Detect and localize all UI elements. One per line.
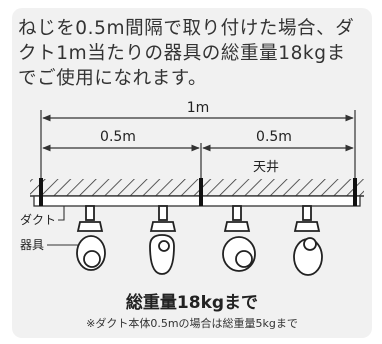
- duct-label: ダクト: [20, 212, 56, 227]
- duct-rail: [33, 195, 361, 207]
- fixture-2: [149, 205, 177, 275]
- ceiling-hatch: [30, 179, 364, 196]
- ceiling-label: 天井: [253, 160, 279, 175]
- screw-left: [39, 178, 43, 206]
- intro-text: ねじを0.5m間隔で取り付けた場合、ダクト1m当たりの器具の総重量18kgまでご…: [18, 18, 355, 89]
- spec-card: ねじを0.5m間隔で取り付けた場合、ダクト1m当たりの器具の総重量18kgまでご…: [12, 8, 372, 338]
- dim-label-right: 0.5m: [256, 129, 292, 145]
- dim-label-left: 0.5m: [100, 129, 136, 145]
- screw-middle: [199, 178, 203, 206]
- total-weight-heading: 総重量18kgまで: [125, 293, 259, 313]
- fixture-4: [293, 205, 323, 276]
- fixture-3: [222, 205, 256, 272]
- mounting-diagram: 1m 0.5m 0.5m 天井 ダクト 器具: [20, 100, 364, 276]
- duct-leader: [58, 206, 65, 221]
- footnote: ※ダクト本体0.5mの場合は総重量5kgまで: [86, 317, 298, 330]
- fixture-label: 器具: [20, 238, 44, 252]
- screw-right: [353, 178, 357, 206]
- dim-label-total: 1m: [187, 100, 210, 116]
- fixture-1: [76, 205, 106, 271]
